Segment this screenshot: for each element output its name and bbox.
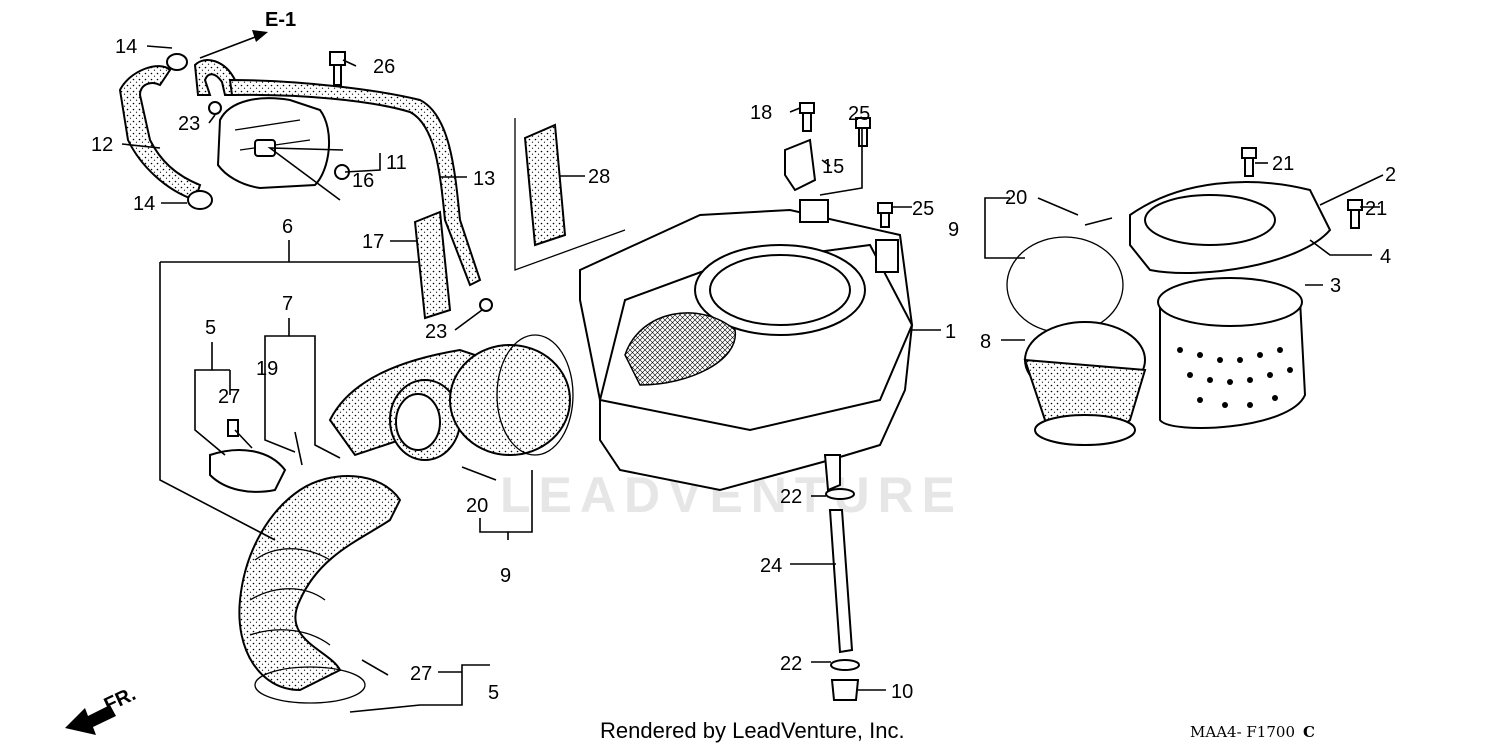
callout-24: 24 bbox=[760, 555, 782, 577]
callout-3: 3 bbox=[1330, 275, 1341, 297]
callout-23-top: 23 bbox=[178, 113, 200, 135]
callout-15: 15 bbox=[822, 156, 844, 178]
part-28-rubber-plate bbox=[514, 118, 626, 271]
callout-21-top: 21 bbox=[1272, 153, 1294, 175]
callout-22-bottom: 22 bbox=[780, 653, 802, 675]
callout-18: 18 bbox=[750, 102, 772, 124]
callout-14-top: 14 bbox=[115, 36, 137, 58]
callout-25-top: 25 bbox=[848, 103, 870, 125]
callout-11: 11 bbox=[386, 152, 407, 174]
callout-1: 1 bbox=[945, 321, 956, 343]
air-cleaner-element-and-cover bbox=[1129, 147, 1363, 429]
diagram-code: MAA4- F1700 bbox=[1190, 723, 1295, 741]
part-1-air-cleaner-case bbox=[579, 199, 914, 492]
diagram-code-suffix: C bbox=[1303, 723, 1315, 741]
bracket-and-bolts bbox=[784, 102, 893, 228]
callout-13: 13 bbox=[473, 168, 495, 190]
callout-19: 19 bbox=[256, 358, 278, 380]
callout-10: 10 bbox=[891, 681, 913, 703]
callout-2: 2 bbox=[1385, 164, 1396, 186]
callout-14-bottom: 14 bbox=[133, 193, 155, 215]
callout-16: 16 bbox=[352, 170, 374, 192]
callout-8: 8 bbox=[980, 331, 991, 353]
callout-27-bottom: 27 bbox=[410, 663, 432, 685]
callout-26: 26 bbox=[373, 56, 395, 78]
callout-17: 17 bbox=[362, 231, 384, 253]
front-direction-arrow: FR. bbox=[65, 683, 139, 735]
reference-label: E-1 bbox=[265, 9, 296, 31]
breather-tank-assembly bbox=[118, 51, 493, 312]
callout-25-mid: 25 bbox=[912, 198, 934, 220]
callout-20-right: 20 bbox=[1005, 187, 1027, 209]
callout-labels: 14 26 23 12 11 16 13 14 28 6 17 7 23 5 1… bbox=[91, 36, 1396, 704]
part-17-plate bbox=[413, 210, 452, 320]
callout-21-right: 21 bbox=[1365, 198, 1387, 220]
callout-5-bottom: 5 bbox=[488, 682, 499, 704]
callout-9-right: 9 bbox=[948, 219, 959, 241]
part-8-funnel bbox=[1006, 217, 1147, 446]
leader-lines bbox=[121, 45, 1384, 713]
callout-20-left: 20 bbox=[466, 495, 488, 517]
callout-7: 7 bbox=[282, 293, 293, 315]
callout-22-top: 22 bbox=[780, 486, 802, 508]
drain-tube-assembly bbox=[825, 488, 860, 701]
callout-27-left: 27 bbox=[218, 386, 240, 408]
credit-text: Rendered by LeadVenture, Inc. bbox=[600, 718, 905, 743]
reference-arrow-e1: E-1 bbox=[199, 9, 296, 59]
callout-28: 28 bbox=[588, 166, 610, 188]
callout-23-bottom: 23 bbox=[425, 321, 447, 343]
callout-6: 6 bbox=[282, 216, 293, 238]
callout-12: 12 bbox=[91, 134, 113, 156]
callout-4: 4 bbox=[1380, 246, 1391, 268]
intake-duct-assembly bbox=[209, 334, 574, 704]
callout-9-bottom: 9 bbox=[500, 565, 511, 587]
callout-5-left: 5 bbox=[205, 317, 216, 339]
